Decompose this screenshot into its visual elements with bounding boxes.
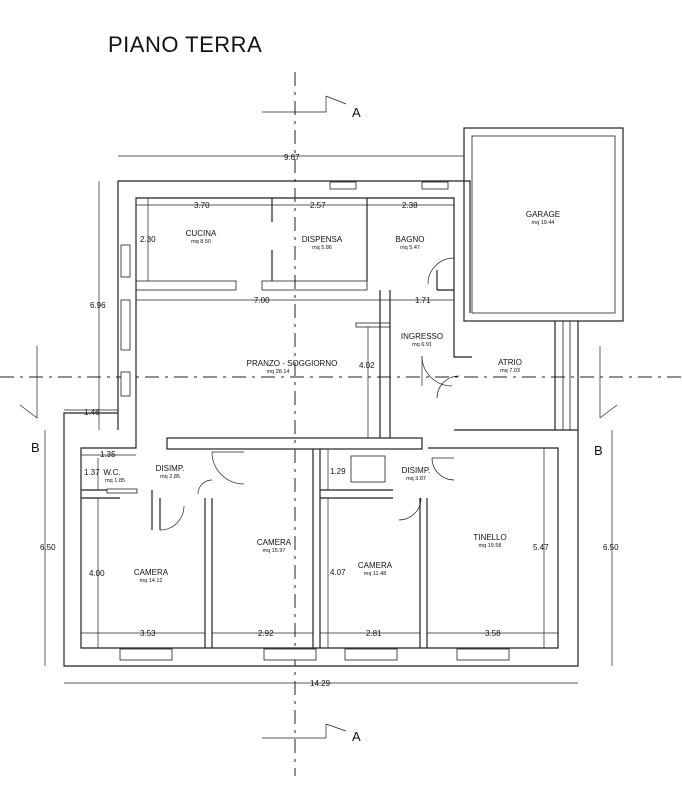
room-cucina-area: mq 8.50 <box>191 239 211 245</box>
dim-cucina-w: 3.70 <box>194 201 210 210</box>
windows <box>106 181 510 661</box>
svg-text:A: A <box>352 729 361 744</box>
dim-disimp-h: 1.29 <box>330 467 346 476</box>
dim-ingresso-w: 1.71 <box>415 296 431 305</box>
dim-camera1-w: 3.53 <box>140 629 156 638</box>
room-camera-1-area: mq 14.12 <box>140 578 163 584</box>
dim-pranzo-w: 7.00 <box>254 296 270 305</box>
room-pranzo-area: mq 28.14 <box>267 369 290 375</box>
dim-total-top: 9.67 <box>284 153 300 162</box>
room-wc: W.C. <box>103 468 120 477</box>
svg-text:B: B <box>31 440 40 455</box>
room-disimp-2: DISIMP. <box>402 466 431 475</box>
dim-dispensa-w: 2.57 <box>310 201 326 210</box>
room-disimp-1-area: mq 2.85 <box>160 474 180 480</box>
room-ingresso-area: mq 6.91 <box>412 342 432 348</box>
room-bagno-area: mq 5.47 <box>400 245 420 251</box>
room-cucina: CUCINA <box>186 229 217 238</box>
room-dispensa: DISPENSA <box>302 235 343 244</box>
room-camera-2: CAMERA <box>257 538 292 547</box>
dimension-lines <box>44 155 613 684</box>
dim-right-lower: 6.50 <box>603 543 619 552</box>
dim-step: 1.46 <box>84 408 100 417</box>
dim-camera3-h: 4.07 <box>330 568 346 577</box>
dim-camera2-w: 2.92 <box>258 629 274 638</box>
dim-tinello-h: 5.47 <box>533 543 549 552</box>
section-marker-b-right: B <box>594 346 618 458</box>
section-marker-a-top: A <box>262 95 361 120</box>
dim-bagno-w: 2.38 <box>402 201 418 210</box>
svg-text:A: A <box>352 105 361 120</box>
dim-tinello-w: 3.58 <box>485 629 501 638</box>
upper-wing-walls <box>117 180 579 430</box>
dim-wc-h: 1.37 <box>84 468 100 477</box>
plan-title: PIANO TERRA <box>108 32 263 57</box>
room-camera-3-area: mq 11.48 <box>364 571 387 577</box>
room-atrio-area: mq 7.03 <box>500 368 520 374</box>
room-bagno: BAGNO <box>396 235 425 244</box>
room-ingresso: INGRESSO <box>401 332 443 341</box>
dim-left-lower: 6.50 <box>40 543 56 552</box>
dim-total-bottom: 14.29 <box>310 679 331 688</box>
dim-wc-w: 1.35 <box>100 450 116 459</box>
room-labels: CUCINA mq 8.50 DISPENSA mq 5.86 BAGNO mq… <box>103 210 560 584</box>
dim-camera3-w: 2.81 <box>366 629 382 638</box>
room-disimp-1: DISIMP. <box>156 464 185 473</box>
doors <box>159 257 460 531</box>
room-garage-area: mq 19.44 <box>532 220 555 226</box>
room-disimp-2-area: mq 3.87 <box>406 476 426 482</box>
dim-cucina-h: 2.30 <box>140 235 156 244</box>
room-tinello: TINELLO <box>473 533 506 542</box>
dim-left-upper: 6.96 <box>90 301 106 310</box>
lower-wing-walls <box>63 412 579 667</box>
room-camera-1: CAMERA <box>134 568 169 577</box>
room-pranzo-soggiorno: PRANZO - SOGGIORNO <box>247 359 338 368</box>
room-tinello-area: mq 19.58 <box>479 543 502 549</box>
corridor-wall <box>166 437 423 450</box>
garage-walls <box>463 127 624 322</box>
dimension-labels: 9.67 14.29 6.96 6.50 6.50 1.46 3.70 2.57… <box>40 153 619 688</box>
section-marker-a-bottom: A <box>262 723 361 744</box>
section-marker-b-left: B <box>19 346 40 455</box>
room-wc-area: mq 1.85 <box>105 478 125 484</box>
svg-text:B: B <box>594 443 603 458</box>
room-dispensa-area: mq 5.86 <box>312 245 332 251</box>
dim-pranzo-h: 4.02 <box>359 361 375 370</box>
upper-internal-walls <box>135 198 454 438</box>
dim-camera1-h: 4.00 <box>89 569 105 578</box>
room-atrio: ATRIO <box>498 358 522 367</box>
room-camera-3: CAMERA <box>358 561 393 570</box>
room-garage: GARAGE <box>526 210 560 219</box>
room-camera-2-area: mq 15.97 <box>263 548 286 554</box>
